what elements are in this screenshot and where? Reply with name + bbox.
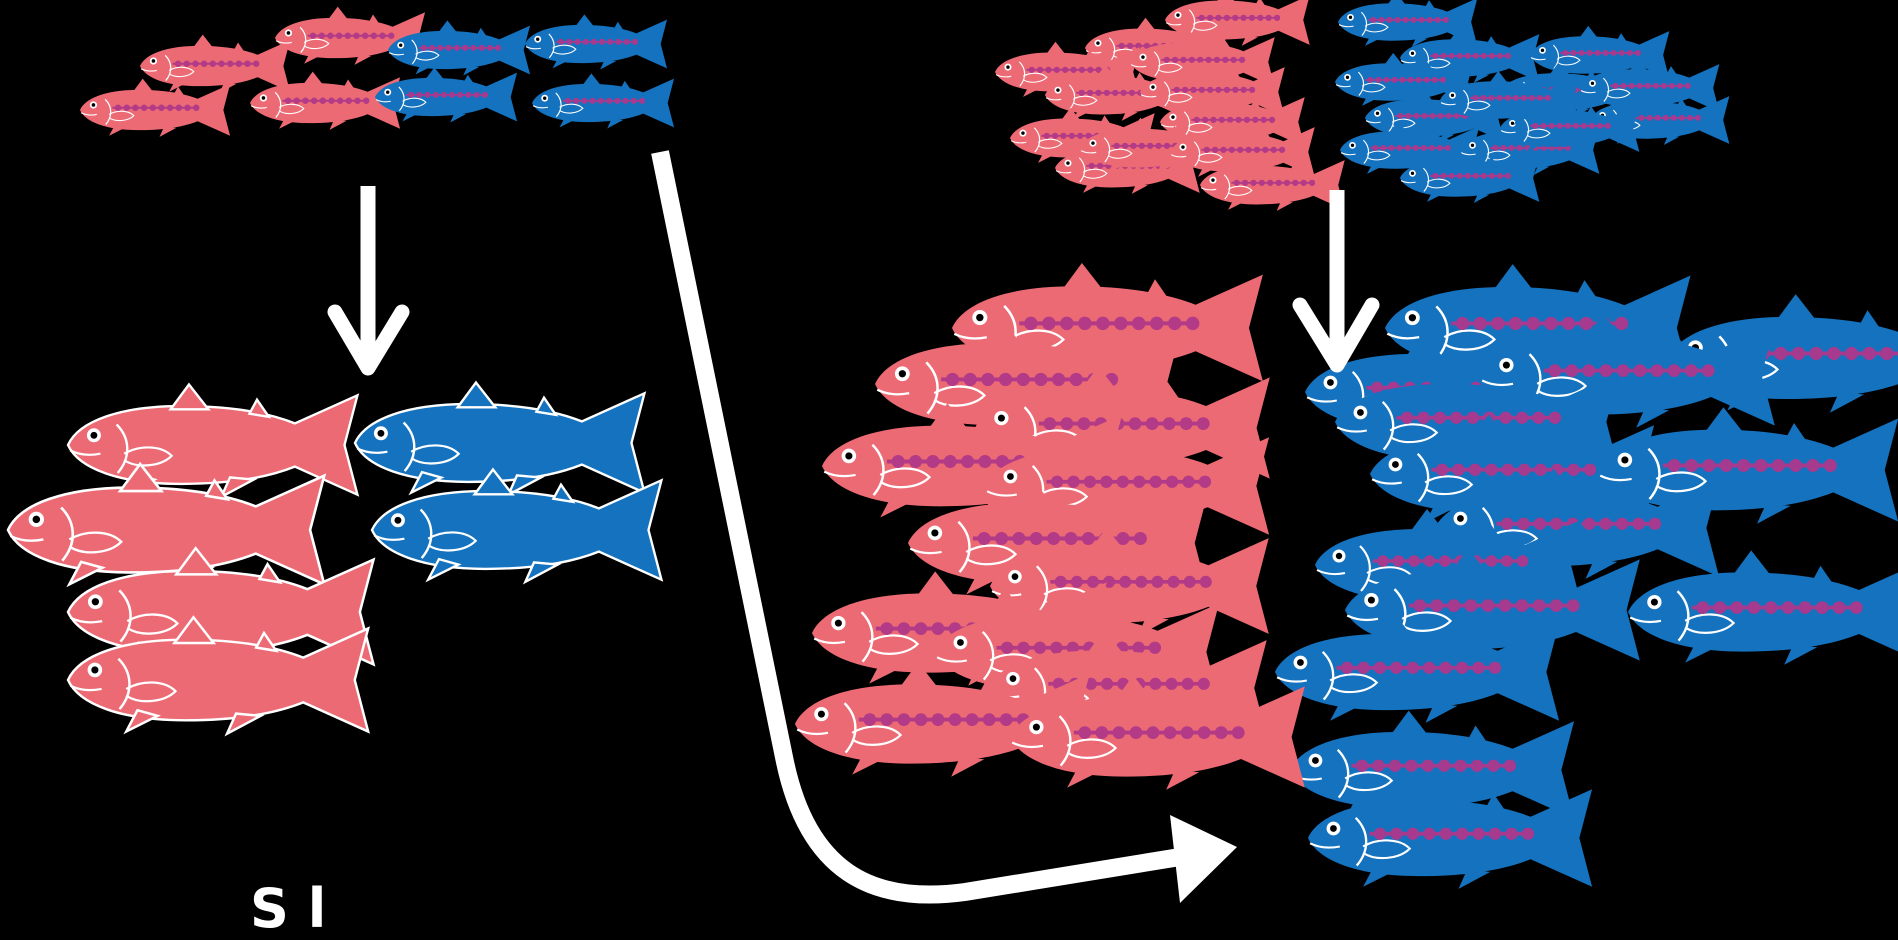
blue-fish-icon bbox=[532, 73, 674, 128]
blue-fish-icon bbox=[375, 67, 517, 122]
curved-arrow-head-icon bbox=[1170, 815, 1237, 903]
blue-fish-icon bbox=[1628, 550, 1898, 664]
pink-fish-icon bbox=[80, 79, 230, 137]
blue-fish-icon bbox=[525, 14, 667, 69]
pink-fish-icon bbox=[140, 35, 290, 93]
diagram-canvas bbox=[0, 0, 1898, 911]
cropped-caption: S l bbox=[250, 882, 326, 936]
